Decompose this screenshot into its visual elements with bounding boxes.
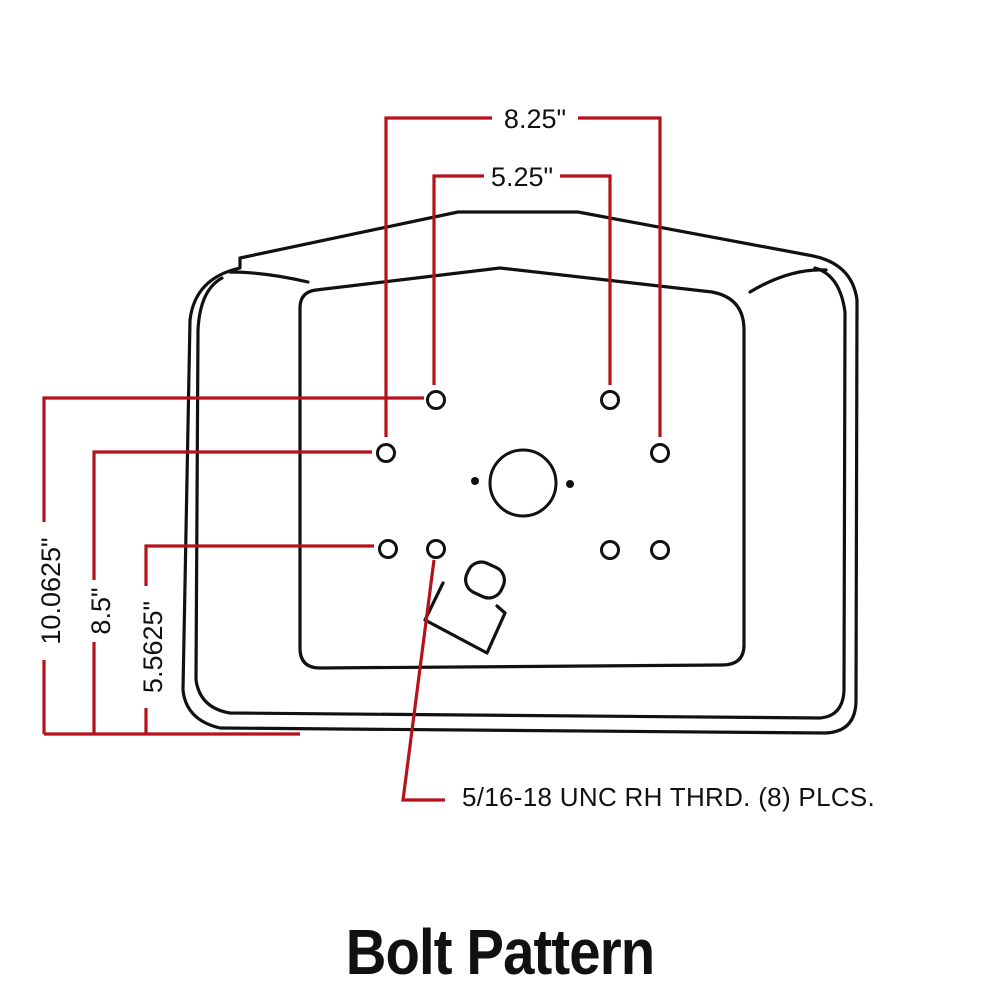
bolt-hole-inner-top-right — [600, 390, 620, 410]
center-dot-left — [471, 477, 479, 485]
dimension-height-top: 10.0625" — [36, 396, 424, 734]
bolt-hole-inner-top-left — [426, 390, 446, 410]
center-dot-right — [566, 480, 574, 488]
bolt-hole-outer-bottom-right — [650, 540, 670, 560]
bolt-hole-inner-bottom-right — [600, 540, 620, 560]
thread-callout-leader — [401, 559, 445, 802]
dimension-height-top-label: 10.0625" — [36, 537, 66, 644]
center-hole — [488, 448, 558, 518]
bolt-hole-inner-bottom-left — [426, 539, 446, 559]
mounting-plate-outline — [298, 266, 746, 670]
thread-callout: 5/16-18 UNC RH THRD. (8) PLCS. — [462, 782, 875, 812]
bolt-hole-outer-bottom-left — [378, 539, 398, 559]
dimension-height-low: 5.5625" — [138, 544, 374, 734]
dimension-inner-width: 5.25" — [432, 162, 612, 385]
seat-rim-crease-right — [748, 268, 828, 294]
seat-outer-outline — [181, 210, 859, 735]
bolt-hole-outer-top-left — [376, 443, 396, 463]
bolt-hole-outer-top-right — [650, 443, 670, 463]
dimension-inner-width-label: 5.25" — [491, 162, 553, 192]
dimension-height-mid: 8.5" — [86, 450, 372, 734]
dimension-outer-width-label: 8.25" — [504, 104, 566, 134]
dimension-height-mid-label: 8.5" — [86, 587, 116, 634]
seat-rim-crease-left — [228, 270, 310, 284]
page-title: Bolt Pattern — [345, 916, 655, 988]
dimension-height-low-label: 5.5625" — [138, 601, 168, 693]
seat-switch-icon — [423, 560, 507, 655]
seat-inner-rim — [194, 266, 847, 720]
dimension-outer-width: 8.25" — [384, 104, 662, 437]
